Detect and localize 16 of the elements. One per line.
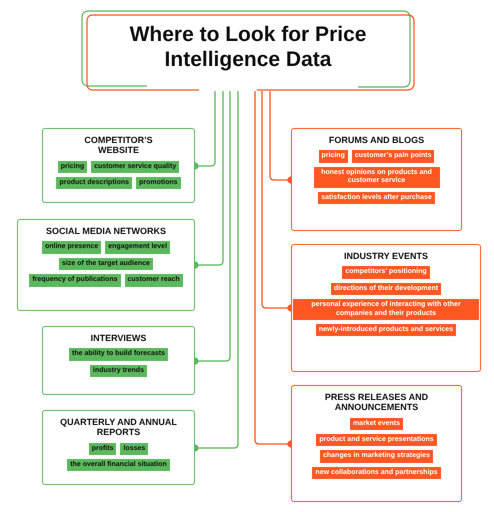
title-text: Where to Look for Price Intelligence Data	[128, 22, 368, 72]
source-card	[17, 219, 195, 311]
source-card	[291, 244, 481, 372]
card-heading: FORUMS AND BLOGS	[328, 135, 424, 146]
card-heading: SOCIAL MEDIA NETWORKS	[46, 226, 166, 236]
card-heading: COMPETITOR’S WEBSITE	[83, 135, 154, 156]
source-card	[42, 410, 195, 485]
source-card	[291, 128, 462, 231]
source-card	[42, 326, 195, 395]
card-heading: QUARTERLY AND ANNUAL REPORTS	[59, 417, 178, 438]
title-box	[81, 10, 415, 91]
card-heading: INDUSTRY EVENTS	[344, 251, 428, 262]
source-card	[42, 128, 195, 203]
source-card	[291, 385, 462, 502]
card-heading: INTERVIEWS	[90, 333, 146, 344]
card-heading: PRESS RELEASES AND ANNOUNCEMENTS	[324, 392, 430, 413]
